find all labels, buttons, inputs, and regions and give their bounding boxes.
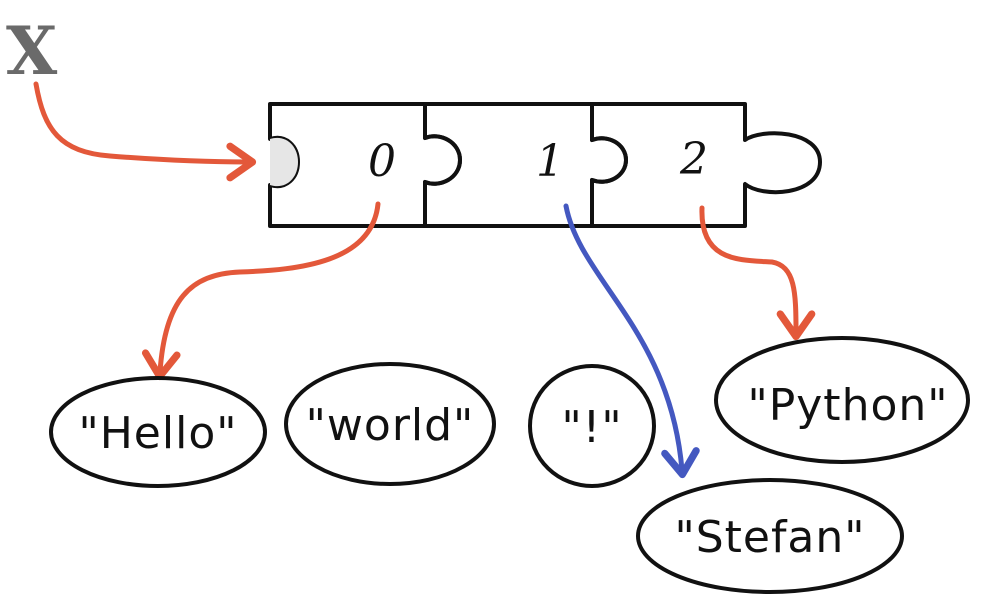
- list-slot-2: 2: [590, 102, 822, 228]
- string-bubble-hello: "Hello": [49, 376, 267, 488]
- string-hello-text: "Hello": [78, 408, 237, 459]
- bubble-outline: [528, 364, 656, 488]
- string-world-text: "world": [306, 400, 475, 451]
- empty-socket: [270, 137, 298, 187]
- slot-2-to-python-arrow: [699, 205, 816, 341]
- string-bubble-python: "Python": [714, 336, 970, 464]
- slot-0-index: 0: [368, 136, 396, 187]
- slot-0-piece: [268, 102, 462, 228]
- slot-1-piece: [423, 102, 628, 228]
- bubble-outline: [636, 478, 904, 594]
- slot-2-piece: [590, 102, 822, 228]
- bubble-outline: [49, 376, 267, 488]
- string-python-text: "Python": [748, 380, 949, 431]
- string-exclaim-text: "!": [561, 402, 622, 453]
- string-bubble-stefan: "Stefan": [636, 478, 904, 594]
- slot-1-to-stefan-arrow: [563, 203, 700, 479]
- slot-0-to-hello-arrow: [141, 201, 381, 381]
- bubble-outline: [284, 362, 496, 486]
- list-puzzle: 0 1 2: [268, 102, 822, 228]
- bubble-outline: [714, 336, 970, 464]
- string-bubble-exclaim: "!": [528, 364, 656, 488]
- list-slot-1: 1: [423, 102, 628, 228]
- slot-1-index: 1: [536, 136, 564, 187]
- string-bubble-world: "world": [284, 362, 496, 486]
- slot-2-index: 2: [679, 134, 708, 185]
- variable-name-label: X: [6, 12, 58, 90]
- list-slot-0: 0: [268, 102, 462, 228]
- variable-reference-arrow: [33, 81, 257, 182]
- string-stefan-text: "Stefan": [674, 512, 865, 563]
